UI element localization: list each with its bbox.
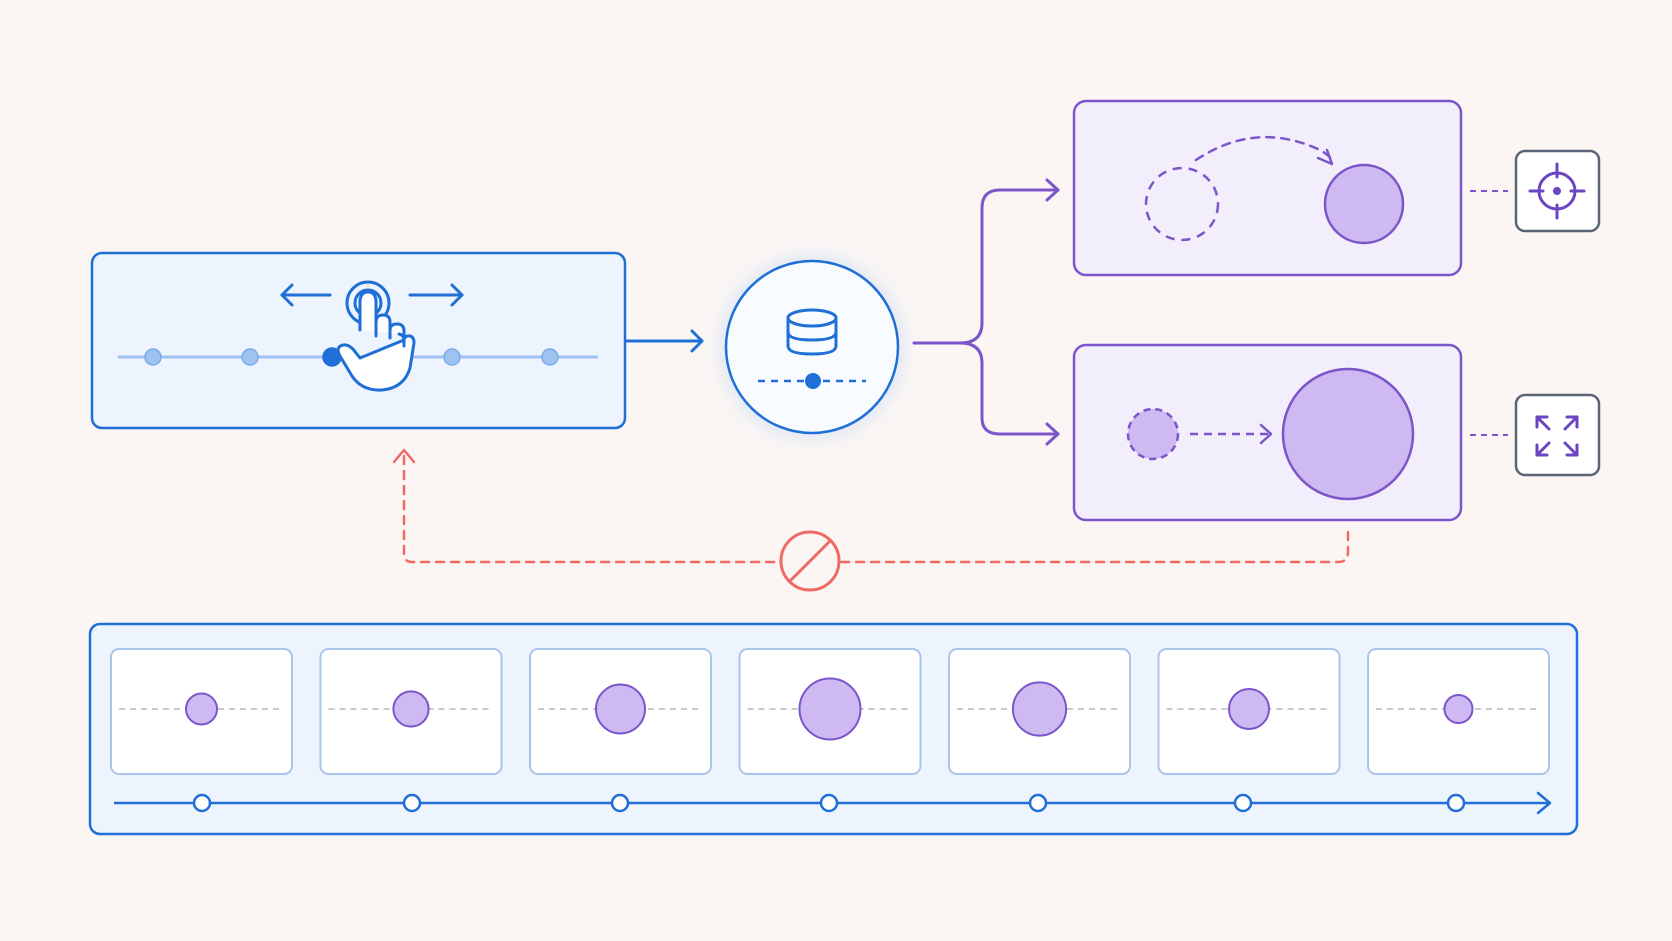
frame-circle bbox=[1011, 681, 1068, 737]
blocked-feedback-path bbox=[392, 448, 1350, 564]
arrow-scrubber-to-store bbox=[625, 329, 704, 353]
position-target-panel bbox=[1072, 99, 1463, 277]
timeline-frame[interactable] bbox=[738, 648, 922, 775]
start-position-circle bbox=[1144, 166, 1220, 242]
scrubber-handle[interactable] bbox=[443, 348, 461, 366]
frame-circle bbox=[1228, 688, 1270, 730]
timeline-keyframe-marker[interactable] bbox=[819, 793, 839, 813]
frame-circle bbox=[798, 677, 862, 741]
scrubber-handle[interactable] bbox=[241, 348, 259, 366]
timeline-keyframe-marker[interactable] bbox=[192, 793, 212, 813]
scale-target-panel bbox=[1072, 343, 1463, 522]
database-icon bbox=[786, 308, 838, 356]
timeline-arrowhead bbox=[1536, 791, 1552, 815]
scrubber-handle[interactable] bbox=[541, 348, 559, 366]
timeline-frame[interactable] bbox=[529, 648, 712, 775]
frame-circle bbox=[392, 690, 430, 728]
branch-connector bbox=[912, 178, 1060, 446]
hand-pointer-icon[interactable] bbox=[336, 280, 416, 392]
timeline-panel bbox=[88, 622, 1579, 836]
scrubber-panel[interactable] bbox=[90, 251, 627, 430]
store-value-dot bbox=[805, 373, 821, 389]
timeline-frame[interactable] bbox=[948, 648, 1131, 775]
large-scale-circle bbox=[1281, 367, 1415, 501]
timeline-frame[interactable] bbox=[1157, 648, 1341, 775]
no-entry-icon bbox=[779, 530, 841, 592]
expand-icon bbox=[1535, 415, 1579, 457]
timeline-keyframe-marker[interactable] bbox=[1446, 793, 1466, 813]
scale-target-button[interactable] bbox=[1514, 393, 1601, 477]
arrow-left-right-icon bbox=[280, 283, 464, 307]
timeline-frame[interactable] bbox=[110, 648, 293, 775]
frame-circle bbox=[1443, 694, 1474, 724]
timeline-keyframe-marker[interactable] bbox=[610, 793, 630, 813]
scrubber-handle[interactable] bbox=[144, 348, 162, 366]
timeline-frame[interactable] bbox=[319, 648, 503, 775]
small-scale-circle bbox=[1126, 407, 1180, 461]
frame-circle bbox=[185, 692, 218, 726]
end-position-circle bbox=[1323, 163, 1405, 245]
crosshair-icon bbox=[1528, 162, 1586, 220]
timeline-keyframe-marker[interactable] bbox=[1028, 793, 1048, 813]
store-node bbox=[722, 257, 902, 437]
position-target-button[interactable] bbox=[1514, 149, 1601, 233]
timeline-frame[interactable] bbox=[1367, 648, 1550, 775]
timeline-keyframe-marker[interactable] bbox=[1233, 793, 1253, 813]
timeline-keyframe-marker[interactable] bbox=[402, 793, 422, 813]
frame-circle bbox=[595, 683, 646, 735]
